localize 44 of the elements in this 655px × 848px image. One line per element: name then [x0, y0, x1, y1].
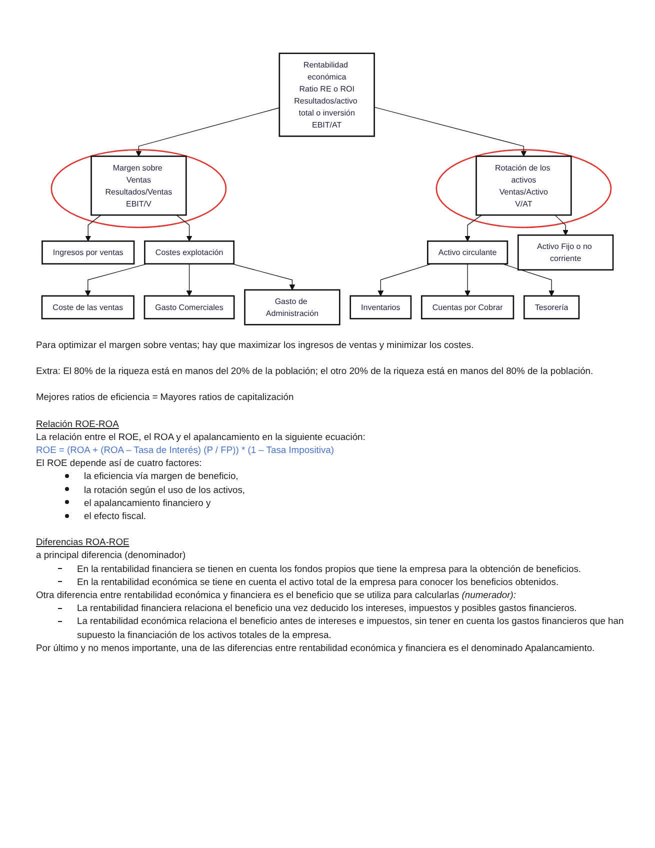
note-text: Mejores ratios de eficiencia = Mayores ratios de capitalización — [36, 390, 295, 404]
arrow — [85, 214, 102, 242]
process-box: Inventarios — [350, 295, 412, 320]
arrow — [502, 264, 554, 296]
list-item: La rentabilidad financiera relaciona el beneficio una vez deducido los intereses, impuestos y posibles gastos financieros. — [77, 601, 577, 614]
list-item: el efecto fiscal. — [84, 509, 146, 522]
note-text: Para optimizar el margen sobre ventas; hay que maximizar los ingresos de ventas y minimizar los costes. — [36, 338, 475, 352]
process-box: Gasto de Administración — [244, 289, 340, 326]
list-item: la eficiencia vía margen de beneficio, — [84, 469, 238, 483]
process-box: Rotación de los activos Ventas/Activo V/AT — [476, 156, 572, 216]
process-box: Activo circulante — [427, 240, 508, 265]
arrow — [374, 106, 527, 157]
section-heading: Relación ROE-ROA — [36, 416, 119, 430]
list-item: En la rentabilidad financiera se tienen en cuenta los fondos propios que tiene la empresa para la obtención de beneficios. — [77, 562, 581, 575]
arrow — [176, 214, 192, 242]
paragraph: a principal diferencia (denominador) — [36, 548, 187, 562]
process-box: Costes explotación — [144, 240, 235, 265]
section-heading: Diferencias ROA-ROE — [36, 535, 130, 548]
arrow — [84, 264, 148, 296]
paragraph: Otra diferencia entre rentabilidad económica y financiera es el beneficio que se utiliza para calcularlas (numerador): — [36, 588, 517, 602]
process-box: Cuentas por Cobrar — [420, 295, 514, 320]
list-item: la rotación según el uso de los activos, — [84, 482, 246, 496]
arrow — [186, 264, 192, 296]
note-text: Extra: El 80% de la riqueza está en manos del 20% de la población; el otro 20% de la riqueza está en manos del 80% de la población. — [36, 364, 594, 378]
arrow — [378, 264, 432, 296]
process-box: Tesorería — [523, 295, 580, 320]
list-item: La rentabilidad económica relaciona el beneficio antes de intereses e impuestos, sin tener en cuenta los gastos financieros que han supuesto la financiación de los activos totales de la empresa. — [77, 614, 625, 641]
process-box: Gasto Comerciales — [144, 295, 235, 320]
process-box: Coste de las ventas — [41, 295, 134, 320]
paragraph: La relación entre el ROE, el ROA y el apalancamiento en la siguiente ecuación: — [36, 430, 366, 444]
list-item: el apalancamiento financiero y — [84, 496, 211, 510]
list-item: En la rentabilidad económica se tiene en cuenta el activo total de la empresa para conocer los beneficios obtenidos. — [77, 574, 559, 588]
process-box: Rentabilidad económica Ratio RE o ROI Resultados/activo total o inversión EBIT/AT — [278, 52, 375, 137]
arrow — [464, 264, 470, 296]
arrow — [464, 214, 482, 242]
process-box: Ingresos por ventas — [42, 240, 135, 265]
process-box: Margen sobre Ventas Resultados/Ventas EBIT/V — [90, 156, 187, 216]
arrow — [554, 214, 569, 236]
equation: ROE = (ROA + (ROA – Tasa de Interés) (P / FP)) * (1 – Tasa Impositiva) — [36, 443, 336, 456]
arrow — [232, 264, 296, 290]
paragraph: Por último y no menos importante, una de las diferencias entre rentabilidad económica y financiera es el denominado Apalancamiento. — [36, 640, 596, 654]
process-box: Activo Fijo o no corriente — [517, 234, 614, 271]
paragraph: El ROE depende así de cuatro factores: — [36, 456, 203, 470]
arrow — [136, 107, 280, 157]
